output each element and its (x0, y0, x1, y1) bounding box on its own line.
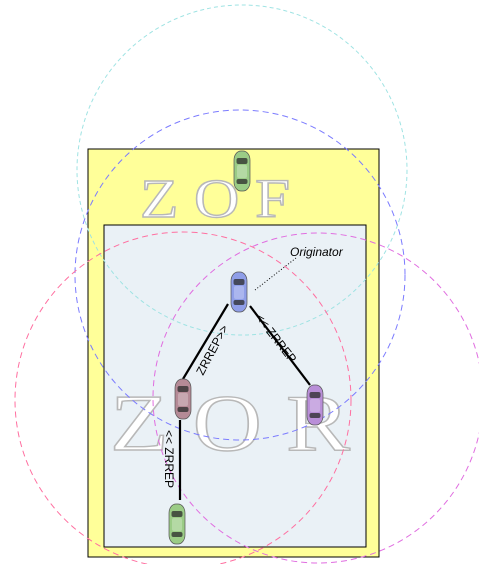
car-left-node (175, 379, 191, 419)
zrrep-label-bottom: << ZRREP (162, 430, 176, 488)
car-right-node (307, 385, 323, 425)
car-originator-node (231, 272, 247, 312)
originator-label: Originator (290, 245, 344, 259)
outer-zone-label: Z O F (140, 168, 290, 229)
car-top-node (234, 151, 250, 191)
car-bottom-node (169, 504, 185, 544)
